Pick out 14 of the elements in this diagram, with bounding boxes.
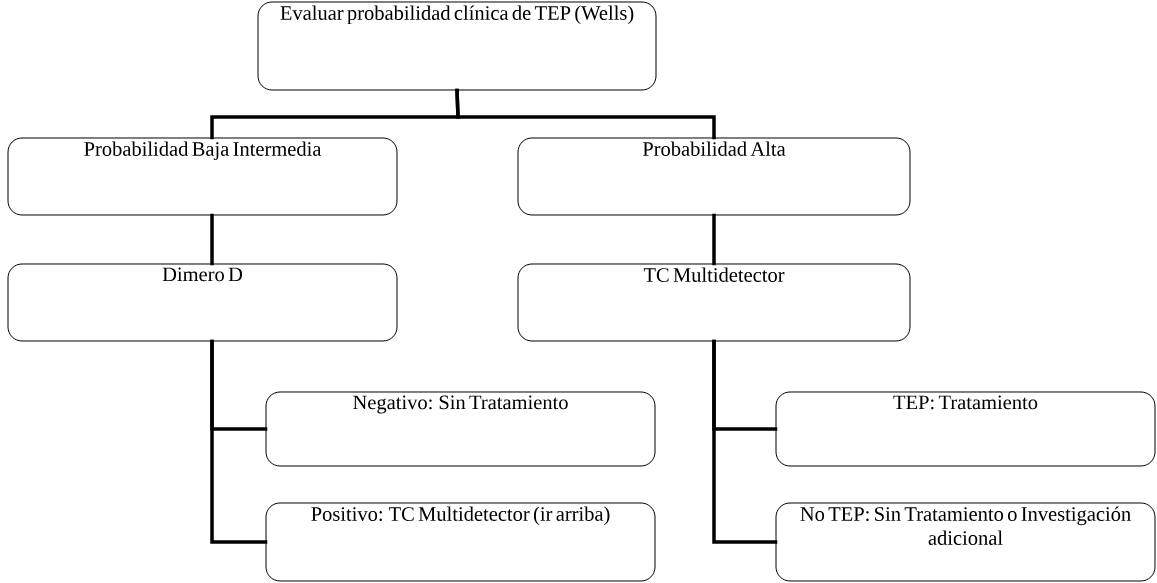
process-box: No TEP: Sin Tratamiento o Investigación adicional [775,502,1156,582]
process-box: Probabilidad Baja Intermedia [7,137,398,216]
process-box: Evaluar probabilidad clínica de TEP (Wells) [257,1,657,91]
process-box: Probabilidad Alta [517,137,911,216]
process-box: TC Multidetector [517,263,911,342]
process-box: TEP: Tratamiento [775,391,1156,467]
process-box: Negativo: Sin Tratamiento [265,391,656,467]
connector-line [712,213,716,266]
connector-line [210,339,268,544]
connector-line [712,339,778,544]
process-box: Positivo: TC Multidetector (ir arriba) [265,502,656,582]
process-box: Dimero D [7,263,398,342]
connector-line [210,213,214,266]
connector-line [455,88,716,140]
